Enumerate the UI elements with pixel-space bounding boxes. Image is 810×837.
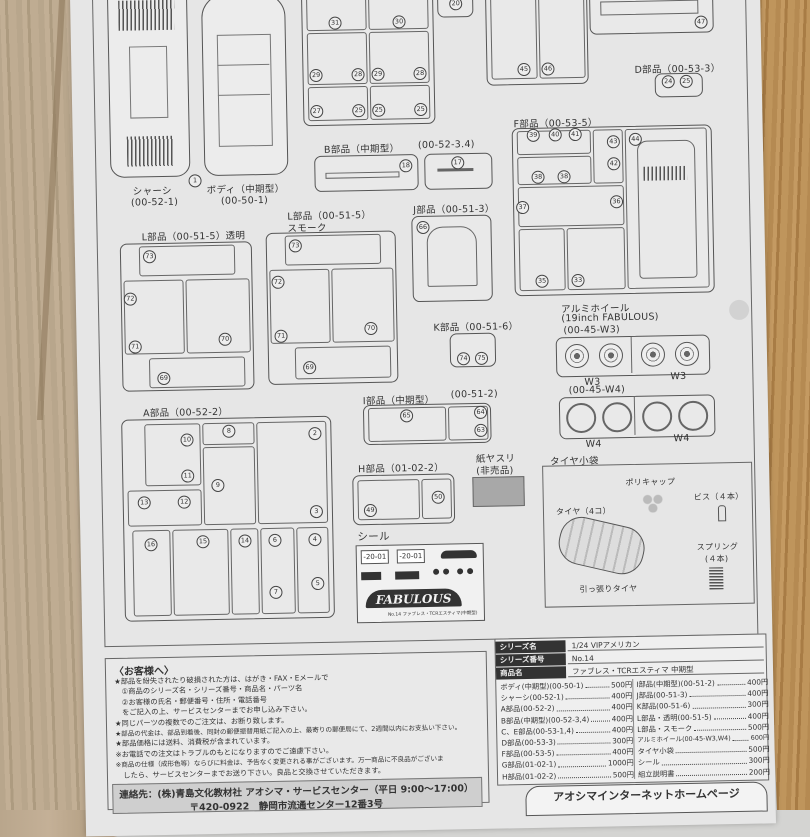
b-parts-runner-right: 17 xyxy=(424,152,493,190)
a-parts-runner: 10 11 8 9 2 3 13 12 16 15 14 6 7 4 5 xyxy=(121,415,335,622)
chassis-drawing xyxy=(106,0,191,178)
part-number: 20 xyxy=(449,0,463,11)
part-number: 47 xyxy=(694,15,708,29)
screw-icon xyxy=(717,505,727,522)
sandpaper-sublabel: (非売品) xyxy=(476,465,514,477)
l-smoke-runner: 73 72 71 70 69 xyxy=(265,230,399,385)
i-parts-code: (00-51-2) xyxy=(450,388,499,401)
part-number: 24 xyxy=(661,75,675,89)
series-no-value: No.14 xyxy=(567,649,764,665)
spring-icon xyxy=(709,567,724,590)
part-number: 1 xyxy=(188,174,202,188)
series-name-value: 1/24 VIPアメリカン xyxy=(567,636,764,652)
customer-notice: 〈お客様へ〉 ★部品を紛失されたり破損された方は、はがき・FAX・Eメールで ①… xyxy=(104,650,490,815)
fabulous-banner-decal: FABULOUS xyxy=(365,588,462,609)
l-clear-runner: 73 72 71 70 69 xyxy=(119,241,255,392)
f-parts-runner: 39 40 41 43 42 44 38 38 37 36 35 33 xyxy=(511,124,715,297)
w4-label: W4 xyxy=(673,432,690,445)
w3-label: W3 xyxy=(670,370,687,383)
body-code: (00-50-1) xyxy=(220,194,269,207)
part-number: 18 xyxy=(399,159,413,173)
screw-label: ビス（４本） xyxy=(693,491,744,502)
body-drawing xyxy=(200,0,289,177)
parts-price-list: シリーズ名 1/24 VIPアメリカン シリーズ番号 No.14 商品名 ファブ… xyxy=(494,633,770,786)
chassis-label: シャーシ xyxy=(132,185,172,198)
j-parts-runner: 66 xyxy=(411,214,493,303)
side-skirts-runner: 45 46 xyxy=(484,0,589,86)
stretch-tire-label: 引っ張りタイヤ xyxy=(579,583,638,595)
sandpaper-swatch xyxy=(472,476,525,508)
poly-cap-icon xyxy=(639,490,667,513)
body-label: ボディ（中期型） xyxy=(206,183,285,197)
license-plate-decal: -20-01 xyxy=(396,548,425,564)
watermark-icon xyxy=(728,299,750,321)
spring-qty: (４本) xyxy=(704,554,729,564)
k-parts-runner: 74 75 xyxy=(449,332,497,368)
wheels-sublabel: (19inch FABULOUS) xyxy=(561,311,659,325)
part-number: 75 xyxy=(474,351,489,365)
price-list-right: I部品(中期型)(00-51-2)400円 J部品(00-51-3)400円 K… xyxy=(636,676,770,779)
wheels-w4-runner xyxy=(558,394,716,440)
notice-lines: ★部品を紛失されたり破損された方は、はがき・FAX・Eメールで ①商品のシリーズ… xyxy=(114,670,488,781)
small-part-runner: 20 xyxy=(436,0,474,18)
part-number: 66 xyxy=(416,220,430,235)
part-number: 74 xyxy=(456,352,471,366)
b-parts-label: B部品（中期型） xyxy=(323,143,400,156)
wheels-w3-code: (00-45-W3) xyxy=(563,324,621,337)
license-plate-decal: -20-01 xyxy=(360,549,389,565)
tires-drawing xyxy=(554,512,649,579)
decal-sheet: -20-01 -20-01 FABULOUS No.14 ファブレス・TCRエス… xyxy=(355,542,486,624)
part-number: 25 xyxy=(679,74,693,89)
i-parts-runner: 65 64 63 xyxy=(362,402,492,446)
contact-box: 連絡先：(株)青島文化教材社 アオシマ・サービスセンター（平日 9:00〜17:… xyxy=(112,776,483,815)
seats-runner: 31 30 29 28 29 28 27 25 25 25 xyxy=(300,0,436,127)
spring-label: スプリング xyxy=(696,541,739,552)
b-parts-runner-left: 18 xyxy=(314,154,419,193)
decal-footer: No.14 ファブレス・TCRエスティマ(中期型) xyxy=(387,610,478,618)
poly-cap-label: ポリキャップ xyxy=(625,477,676,488)
wheels-w4-code: (00-45-W4) xyxy=(568,384,626,397)
b-parts-code: (00-52-3.4) xyxy=(417,138,475,152)
homepage-banner: アオシマインターネットホームページ xyxy=(525,781,768,817)
series-no-key: シリーズ番号 xyxy=(495,653,566,667)
k-parts-label: K部品（00-51-6） xyxy=(433,321,519,334)
product-name-key: 商品名 xyxy=(495,666,567,680)
parts-sheet-paper: 1 シャーシ (00-52-1) ボディ（中期型） (00-50-1) 31 3… xyxy=(70,0,776,837)
product-name-value: ファブレス・TCRエスティマ 中期型 xyxy=(567,662,765,678)
wheels-w3-runner xyxy=(555,334,711,378)
w4-label: W4 xyxy=(585,438,602,450)
d-parts-runner: 24 25 xyxy=(654,72,704,98)
decals-label: シール xyxy=(357,530,390,544)
bumper-runner: 47 xyxy=(588,0,714,35)
tire-label: タイヤ（4コ） xyxy=(555,506,612,517)
price-row: H部品(01-02-2)500円 xyxy=(501,769,635,782)
tire-bag-box: ポリキャップ ビス（４本） タイヤ（4コ） スプリング (４本) 引っ張りタイヤ xyxy=(542,461,755,608)
price-list-left: ボディ(中期型)(00-50-1)500円 シャーシ(00-52-1)400円 … xyxy=(500,679,634,782)
parts-diagram-frame: 1 シャーシ (00-52-1) ボディ（中期型） (00-50-1) 31 3… xyxy=(91,0,759,648)
series-name-key: シリーズ名 xyxy=(495,640,566,654)
h-parts-runner: 49 50 xyxy=(352,473,456,526)
chassis-code: (00-52-1) xyxy=(130,196,179,209)
